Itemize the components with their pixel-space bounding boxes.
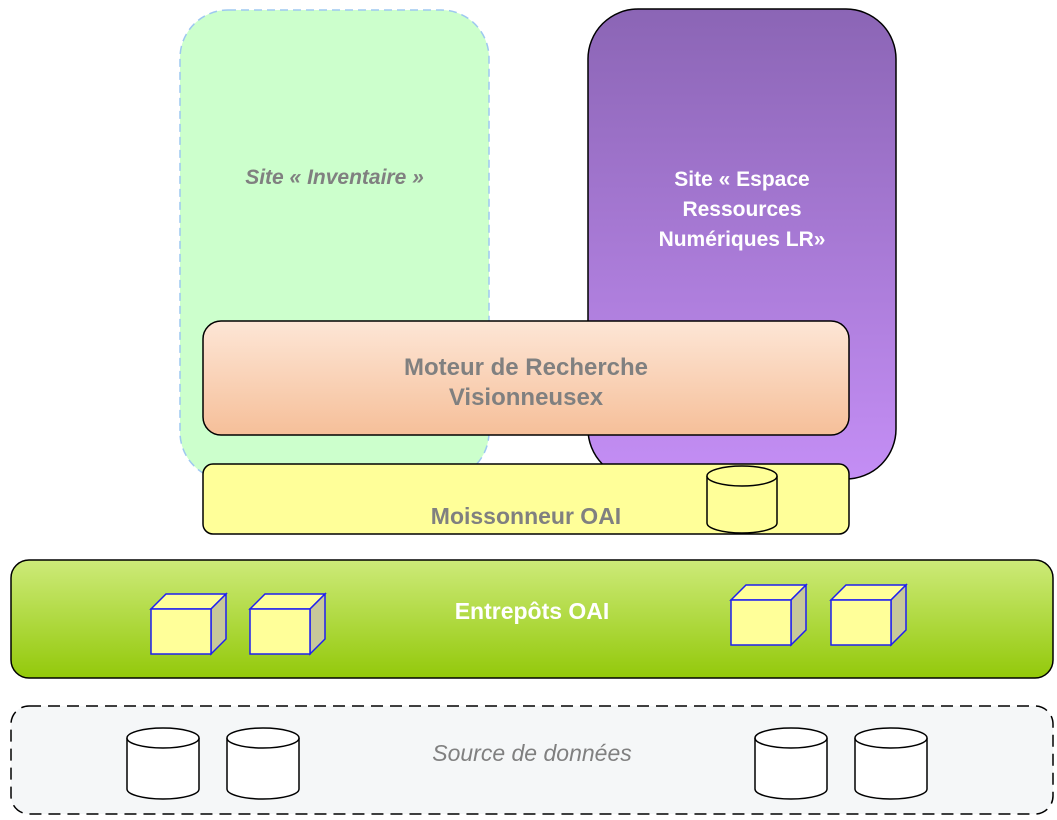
source-database-icon-3 xyxy=(754,727,828,800)
source-database-icon-4 xyxy=(854,727,928,800)
source-database-icon-1 xyxy=(126,727,200,800)
moissonneur-database-icon xyxy=(706,465,778,534)
entrepots-label: Entrepôts OAI xyxy=(454,598,610,624)
moteur-recherche-label: Moteur de Recherche Visionneusex xyxy=(203,353,849,413)
entrepot-cube-icon-2 xyxy=(248,592,327,656)
site-espace-label-line: Ressources xyxy=(682,198,802,221)
moissonneur-box xyxy=(202,463,850,535)
entrepot-cube-icon-3 xyxy=(729,583,808,647)
site-espace-label-line: Site « Espace xyxy=(674,168,810,191)
moteur-recherche-label-line: Moteur de Recherche xyxy=(403,354,649,381)
source-database-icon-2 xyxy=(226,727,300,800)
site-espace-label: Site « Espace Ressources Numériques LR» xyxy=(588,165,896,255)
source-donnees-label: Source de données xyxy=(432,740,632,766)
entrepot-cube-icon-1 xyxy=(149,592,228,656)
site-inventaire-label: Site « Inventaire » xyxy=(245,166,424,189)
site-espace-label-line: Numériques LR» xyxy=(658,228,826,251)
moissonneur-label: Moissonneur OAI xyxy=(430,503,622,529)
entrepot-cube-icon-4 xyxy=(829,583,908,647)
moteur-recherche-label-line: Visionneusex xyxy=(448,384,604,411)
moteur-recherche-box xyxy=(202,320,850,436)
